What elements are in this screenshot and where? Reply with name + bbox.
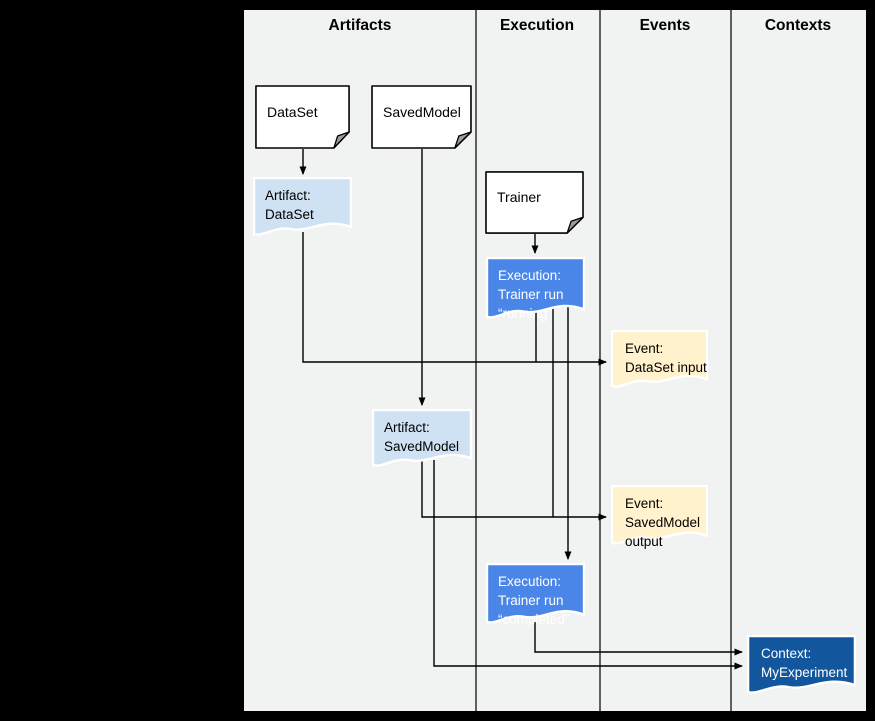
wavy-document-shape	[486, 257, 585, 322]
wavy-document-shape	[372, 409, 472, 470]
wavy-document-shape	[611, 330, 708, 391]
connector-execution-completed-to-context	[534, 622, 743, 656]
connector-artifact-savedmodel-to-context	[433, 460, 743, 670]
node-label: Artifact: DataSet	[265, 188, 314, 222]
node-event-savedmodel-output: Event: SavedModel output	[611, 485, 708, 549]
node-savedmodel-doc: SavedModel	[371, 85, 472, 149]
folded-corner-icon	[334, 132, 349, 148]
node-execution-running: Execution: Trainer run “running”	[486, 257, 585, 322]
node-label: Event: DataSet input	[625, 341, 707, 375]
node-label: Event: SavedModel output	[625, 496, 701, 549]
node-trainer-doc: Trainer	[485, 171, 584, 234]
node-label: Context: MyExperiment	[761, 646, 848, 680]
wavy-document-shape	[611, 485, 708, 548]
node-artifact-savedmodel: Artifact: SavedModel	[372, 409, 472, 470]
node-label: DataSet	[267, 103, 318, 120]
wavy-document-shape	[486, 563, 585, 627]
node-dataset-doc: DataSet	[255, 85, 350, 149]
node-artifact-dataset: Artifact: DataSet	[253, 177, 352, 239]
column-header-artifacts: Artifacts	[328, 17, 392, 34]
node-label: Execution: Trainer run “running”	[498, 268, 564, 321]
node-execution-completed: Execution: Trainer run “completed”	[486, 563, 585, 627]
node-context-myexperiment: Context: MyExperiment	[747, 635, 856, 697]
document-shape	[371, 85, 472, 149]
wavy-document-shape	[747, 635, 856, 697]
node-label: Trainer	[497, 189, 541, 205]
connector-artifact-savedmodel-to-event-savedmodel-output	[421, 460, 607, 521]
node-label: Execution: Trainer run “completed”	[498, 574, 570, 627]
document-shape	[485, 171, 584, 234]
folded-corner-icon	[567, 217, 583, 233]
node-event-dataset-input: Event: DataSet input	[611, 330, 708, 391]
document-shape	[255, 85, 350, 149]
node-label: Artifact: SavedModel	[384, 420, 460, 454]
wavy-document-shape	[253, 177, 352, 239]
node-label: SavedModel	[383, 103, 461, 120]
column-header-contexts: Contexts	[764, 17, 832, 34]
column-header-events: Events	[639, 17, 691, 34]
column-header-execution: Execution	[499, 17, 575, 34]
folded-corner-icon	[455, 132, 471, 148]
connector-artifact-dataset-to-event-dataset-input	[302, 232, 607, 366]
